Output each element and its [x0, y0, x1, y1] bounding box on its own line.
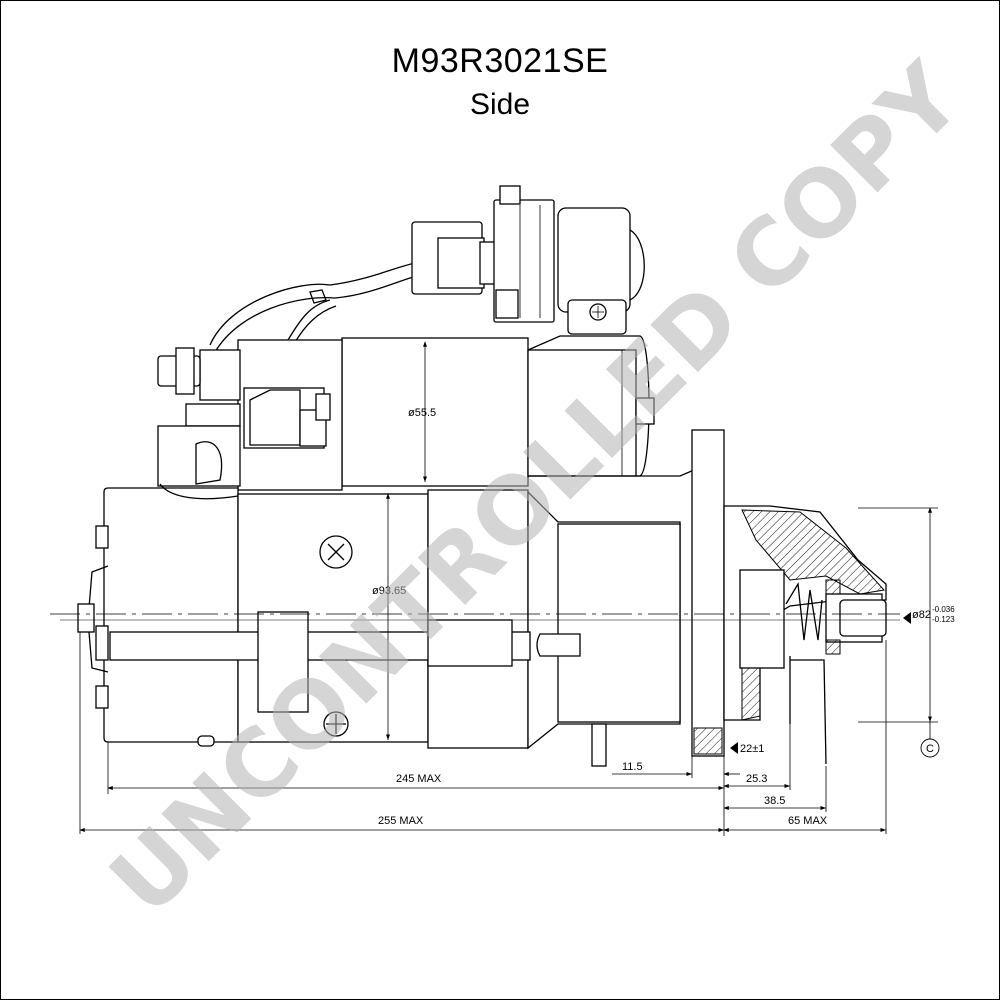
datum-label: C	[926, 743, 934, 755]
dim-body-diameter: ø93.65	[372, 585, 406, 597]
mounting-flange	[691, 429, 887, 765]
pinion-gear	[785, 579, 887, 655]
dim-solenoid-diameter: ø55.5	[408, 407, 436, 419]
dim-245-max: 245 MAX	[396, 773, 442, 785]
dim-pinion-tol-lower: -0.123	[932, 615, 955, 624]
dim-pinion-diameter: ø82	[912, 609, 931, 621]
dim-11-5: 11.5	[622, 761, 643, 773]
dim-38-5: 38.5	[764, 795, 785, 807]
relay-module	[557, 207, 645, 335]
motor-housing: ø93.65	[77, 483, 681, 767]
wire-harness	[209, 261, 421, 353]
solenoid-assembly: ø55.5	[157, 335, 695, 491]
dim-25-3: 25.3	[746, 773, 767, 785]
dim-pinion-tol-upper: -0.036	[932, 605, 955, 614]
dim-255-max: 255 MAX	[378, 815, 424, 827]
dimension-lines: ø82 -0.036 -0.123 C 22±1 11.5 25.3 245 M…	[79, 507, 955, 836]
drawing-title: M93R3021SE	[391, 42, 609, 80]
drawing-view-label: Side	[469, 88, 531, 121]
connector-plug	[411, 185, 555, 323]
dim-65-max: 65 MAX	[788, 815, 828, 827]
dim-22: 22±1	[740, 743, 764, 755]
